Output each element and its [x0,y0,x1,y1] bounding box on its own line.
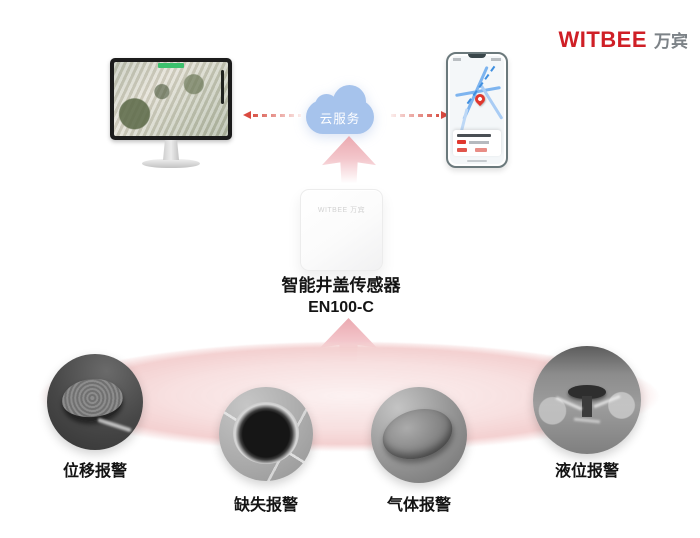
up-arrow-device-to-cloud [322,136,376,183]
alarm-label-gas: 气体报警 [386,497,451,514]
monitor-screen [110,58,232,140]
photo-displacement-alarm [47,354,143,450]
water-plume-cap [567,384,607,399]
alarm-label-liquid-level: 液位报警 [554,463,619,480]
map-green-banner [158,63,184,68]
cloud-body [306,100,374,134]
phone-statusbar [453,58,501,61]
alarm-label-displacement: 位移报警 [62,463,127,480]
map-side-toolbar [221,70,224,104]
photo-liquid-level-alarm [533,346,641,454]
photo-missing-alarm [219,387,313,481]
cloud-label: 云服务 [319,112,361,126]
card-text-bar [469,141,489,144]
photo-gas-alarm [371,387,467,483]
card-red-value [475,148,487,152]
monitor-stand-neck [163,140,179,160]
device-name-block: 智能井盖传感器 EN100-C [241,275,441,318]
device-title: 智能井盖传感器 [281,276,401,295]
alarm-detail-card [453,130,501,156]
card-title-bar [457,134,491,137]
brand-logo-text: WITBEE [558,27,647,52]
city-map-3d-image [114,62,228,136]
dash-fade-overlay [391,113,439,118]
dashed-arrow-to-phone [389,110,449,120]
water-splash [573,418,601,424]
water-plume-stem [581,395,593,418]
arrowhead-left-icon [243,111,251,119]
open-manhole-hole [233,402,299,465]
tilted-cover [376,401,458,467]
device-brand-label: WITBEE 万宾 [317,207,366,214]
monitor-icon [110,58,232,168]
sensor-device-image: WITBEE 万宾 [300,189,383,271]
displaced-cover [60,376,126,424]
cloud-service-icon: 云服务 [306,85,374,134]
monitor-stand-base [142,159,200,168]
water-splash [555,396,583,411]
arrowhead-right-icon [441,111,449,119]
card-red-value [457,148,467,152]
card-red-badge [457,140,466,144]
brand-logo: WITBEE 万宾 [558,27,688,53]
device-model: EN100-C [308,299,374,316]
brand-logo-cjk: 万宾 [654,32,688,51]
phone-notch [468,54,486,58]
photo-highlight [97,417,132,433]
phone-map-screen [450,56,504,164]
smartphone-icon [446,52,508,168]
dash-fade-overlay [253,113,301,118]
phone-home-indicator [467,160,487,162]
alarm-label-missing: 缺失报警 [233,497,298,514]
dashed-arrow-to-monitor [243,110,303,120]
